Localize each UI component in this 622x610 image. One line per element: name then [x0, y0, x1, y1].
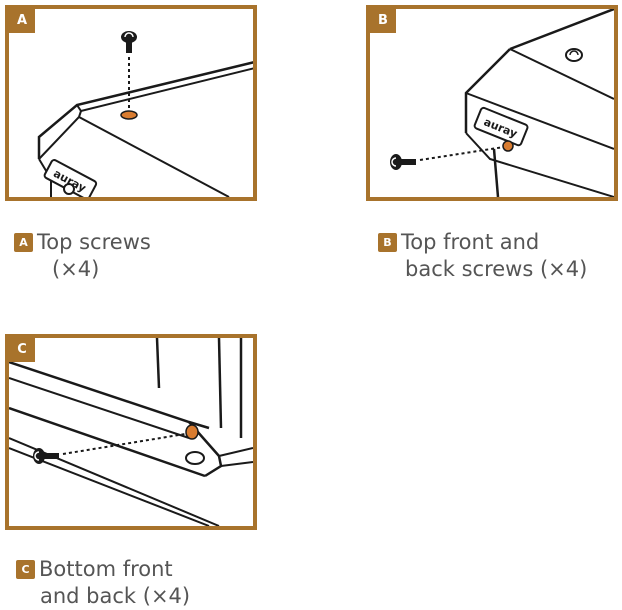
panel-b-illustration: auray B: [366, 5, 618, 201]
top-screw-illustration: auray: [37, 31, 253, 197]
caption-tag-b: B: [378, 233, 397, 252]
caption-b-line-2: back screws (×4): [405, 257, 588, 281]
front-screw-illustration: auray: [390, 9, 614, 197]
screw-icon: [390, 154, 416, 170]
caption-tag-a: A: [14, 233, 33, 252]
panel-a-illustration: auray A: [5, 5, 257, 201]
screw-hole: [502, 140, 514, 152]
caption-c-line-2: and back (×4): [40, 584, 191, 608]
bottom-screw-illustration: [9, 338, 253, 526]
screw-hole: [185, 424, 199, 440]
caption-a-line-1: Top screws: [37, 230, 151, 254]
caption-a-line-2: (×4): [52, 257, 100, 281]
brand-plate: auray: [473, 106, 529, 147]
panel-tag-c: C: [9, 338, 35, 362]
caption-c-line-1: Bottom front: [39, 557, 173, 581]
panel-tag-b: B: [370, 9, 396, 33]
screw-icon: [121, 31, 137, 53]
caption-b-line-1: Top front and: [401, 230, 540, 254]
panel-c-illustration: C: [5, 334, 257, 530]
screw-hole: [120, 110, 138, 120]
caption-tag-c: C: [16, 560, 35, 579]
panel-tag-a: A: [9, 9, 35, 33]
screw-icon: [33, 448, 59, 464]
